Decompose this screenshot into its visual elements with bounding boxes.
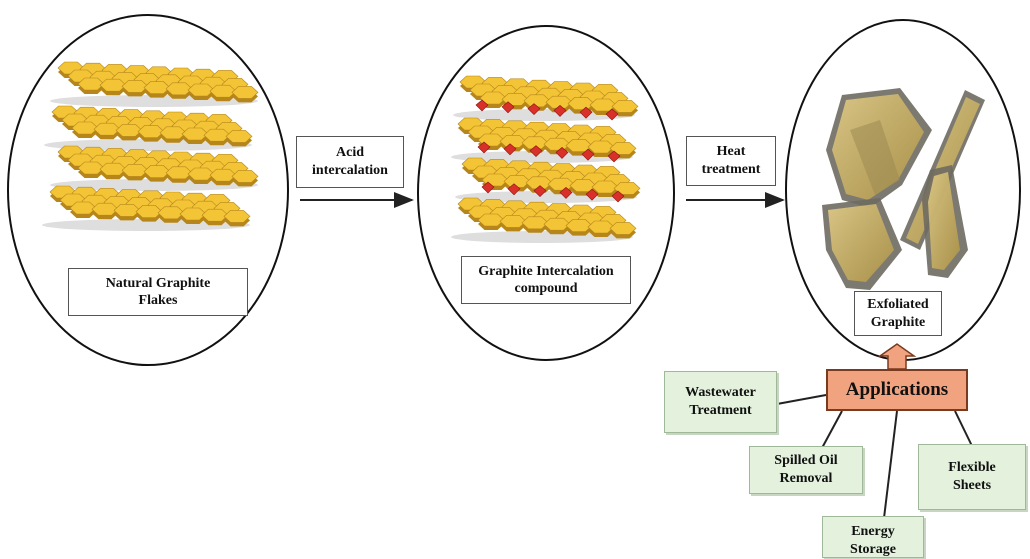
intercalation-compound-label: Graphite Intercalation compound bbox=[461, 256, 631, 304]
heat-treatment-box: Heat treatment bbox=[686, 136, 776, 186]
application-energy-storage: Energy Storage bbox=[822, 516, 924, 558]
application-flexible-sheets: Flexible Sheets bbox=[918, 444, 1026, 510]
connector-energy bbox=[883, 410, 898, 519]
application-spilled-oil: Spilled Oil Removal bbox=[749, 446, 863, 494]
connector-spilled-oil bbox=[821, 410, 843, 449]
natural-graphite-label: Natural Graphite Flakes bbox=[68, 268, 248, 316]
connector-flexible bbox=[954, 410, 973, 447]
application-wastewater: Wastewater Treatment bbox=[664, 371, 777, 433]
applications-up-arrow bbox=[877, 343, 917, 370]
intercalated-graphite-layers bbox=[451, 75, 641, 243]
natural-graphite-layers bbox=[42, 61, 259, 231]
connector-wastewater bbox=[776, 394, 827, 405]
applications-box: Applications bbox=[826, 369, 968, 411]
exfoliated-graphite-label: Exfoliated Graphite bbox=[854, 291, 942, 336]
exfoliated-graphite-shapes bbox=[822, 88, 985, 290]
acid-intercalation-box: Acid intercalation bbox=[296, 136, 404, 188]
